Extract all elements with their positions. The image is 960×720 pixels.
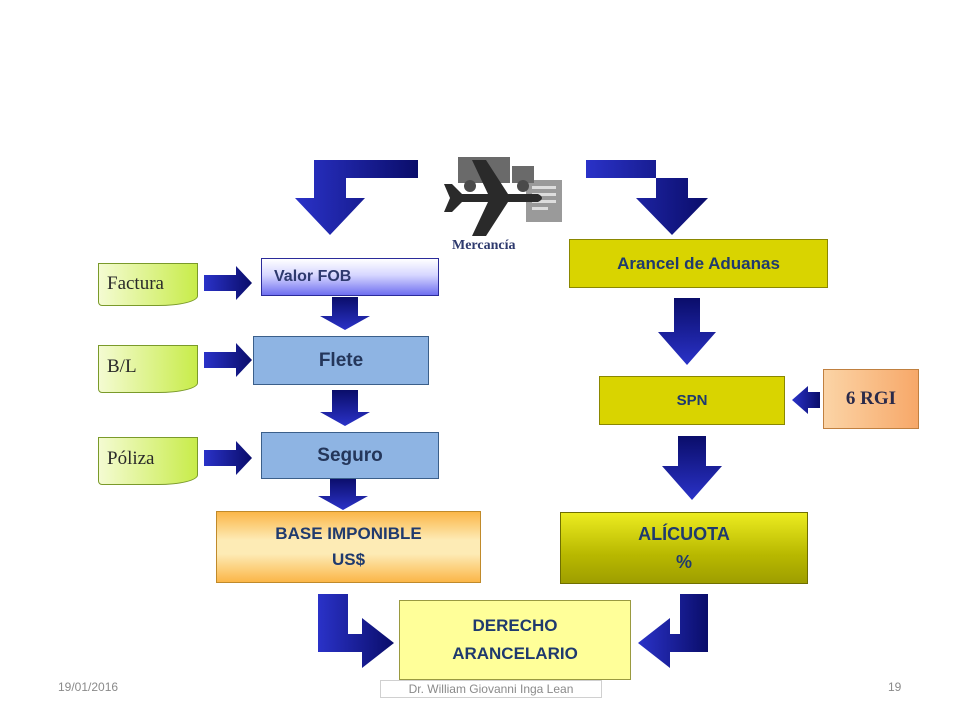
airplane-truck-document-icon — [444, 157, 562, 236]
derecho-line1: DERECHO — [472, 616, 558, 635]
arrow-poliza — [204, 441, 252, 475]
document-factura-label: Factura — [107, 273, 164, 294]
document-bl: B/L — [98, 345, 198, 393]
derecho-line2: ARANCELARIO — [452, 644, 578, 663]
footer-page-number: 19 — [888, 680, 902, 694]
bent-arrow-bottom-right — [638, 594, 708, 668]
document-poliza-label: Póliza — [107, 448, 155, 469]
arrow-fob-flete — [320, 297, 370, 330]
rgi-label: 6 RGI — [845, 388, 897, 409]
arancel-label: Arancel de Aduanas — [617, 253, 780, 273]
alicuota-box: ALÍCUOTA % — [560, 512, 808, 584]
arrow-factura — [204, 266, 252, 300]
bent-arrow-bottom-left — [318, 594, 394, 668]
arrow-rgi-spn — [792, 386, 820, 414]
bent-arrow-right — [586, 160, 708, 235]
flete-label: Flete — [318, 349, 364, 371]
flete-box: Flete — [253, 336, 429, 385]
arrow-bl — [204, 343, 252, 377]
arancel-box: Arancel de Aduanas — [569, 239, 828, 288]
alicuota-line1: ALÍCUOTA — [638, 524, 730, 544]
mercancia-label: Mercancía — [452, 238, 516, 253]
spn-label: SPN — [676, 392, 708, 409]
footer-author: Dr. William Giovanni Inga Lean — [380, 680, 602, 698]
seguro-label: Seguro — [317, 444, 383, 466]
valor-fob-label: Valor FOB — [274, 268, 352, 285]
arrow-arancel-spn — [658, 298, 716, 365]
bent-arrow-left — [295, 160, 418, 235]
base-imponible-box: BASE IMPONIBLE US$ — [216, 511, 481, 583]
base-imponible-line2: US$ — [331, 550, 366, 569]
valor-fob-box: Valor FOB — [261, 258, 439, 296]
rgi-box: 6 RGI — [823, 369, 919, 429]
document-poliza: Póliza — [98, 437, 198, 485]
spn-box: SPN — [599, 376, 785, 425]
alicuota-line2: % — [675, 552, 692, 572]
arrow-spn-alicuota — [662, 436, 722, 500]
derecho-arancelario-box: DERECHO ARANCELARIO — [399, 600, 631, 680]
footer-date: 19/01/2016 — [58, 680, 119, 694]
document-factura: Factura — [98, 263, 198, 306]
arrow-seguro-base — [318, 478, 368, 510]
document-bl-label: B/L — [107, 356, 137, 377]
seguro-box: Seguro — [261, 432, 439, 479]
arrow-flete-seguro — [320, 390, 370, 426]
base-imponible-line1: BASE IMPONIBLE — [275, 524, 422, 543]
